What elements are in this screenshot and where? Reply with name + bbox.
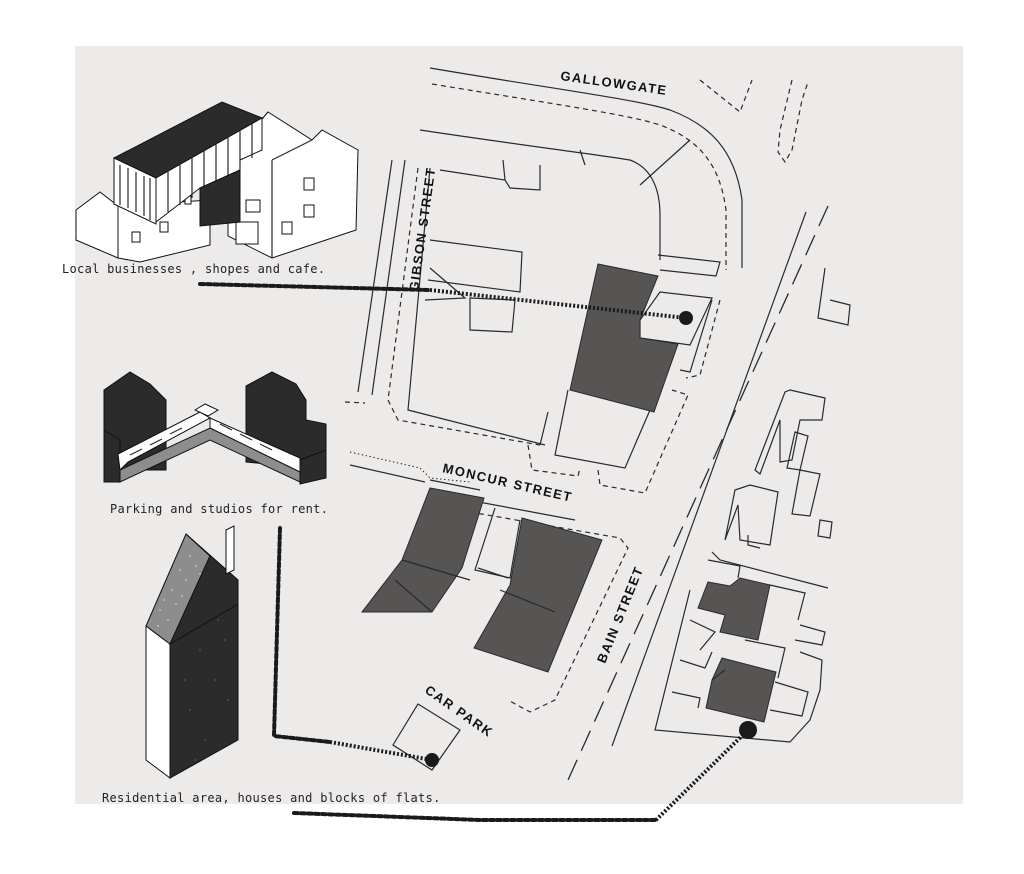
building-se-bottom	[705, 657, 777, 723]
leader-line-businesses	[198, 282, 432, 292]
marker-dot-businesses	[679, 311, 693, 325]
building-divisions	[394, 559, 726, 681]
marker-dot-residential	[739, 721, 757, 739]
highlighted-buildings	[360, 263, 777, 723]
building-se-top	[697, 577, 771, 641]
leader-line-parking-fine	[329, 740, 433, 762]
leader-line-parking	[271, 526, 332, 744]
isometric-residential-tower	[145, 525, 239, 779]
isometric-business-building	[75, 101, 359, 263]
leader-line-residential	[292, 811, 658, 822]
marker-dot-parking	[425, 753, 439, 767]
isometric-studio-buildings	[103, 371, 327, 485]
building-moncur-east	[473, 517, 603, 673]
leader-line-residential-fine	[654, 728, 750, 822]
caption-parking: Parking and studios for rent.	[110, 502, 329, 516]
leader-line-businesses-fine	[429, 288, 687, 320]
building-block-gallowgate	[569, 263, 679, 413]
street-outlines	[344, 67, 851, 781]
caption-businesses: Local businesses , shopes and cafe.	[62, 262, 326, 276]
caption-residential: Residential area, houses and blocks of f…	[102, 791, 441, 805]
